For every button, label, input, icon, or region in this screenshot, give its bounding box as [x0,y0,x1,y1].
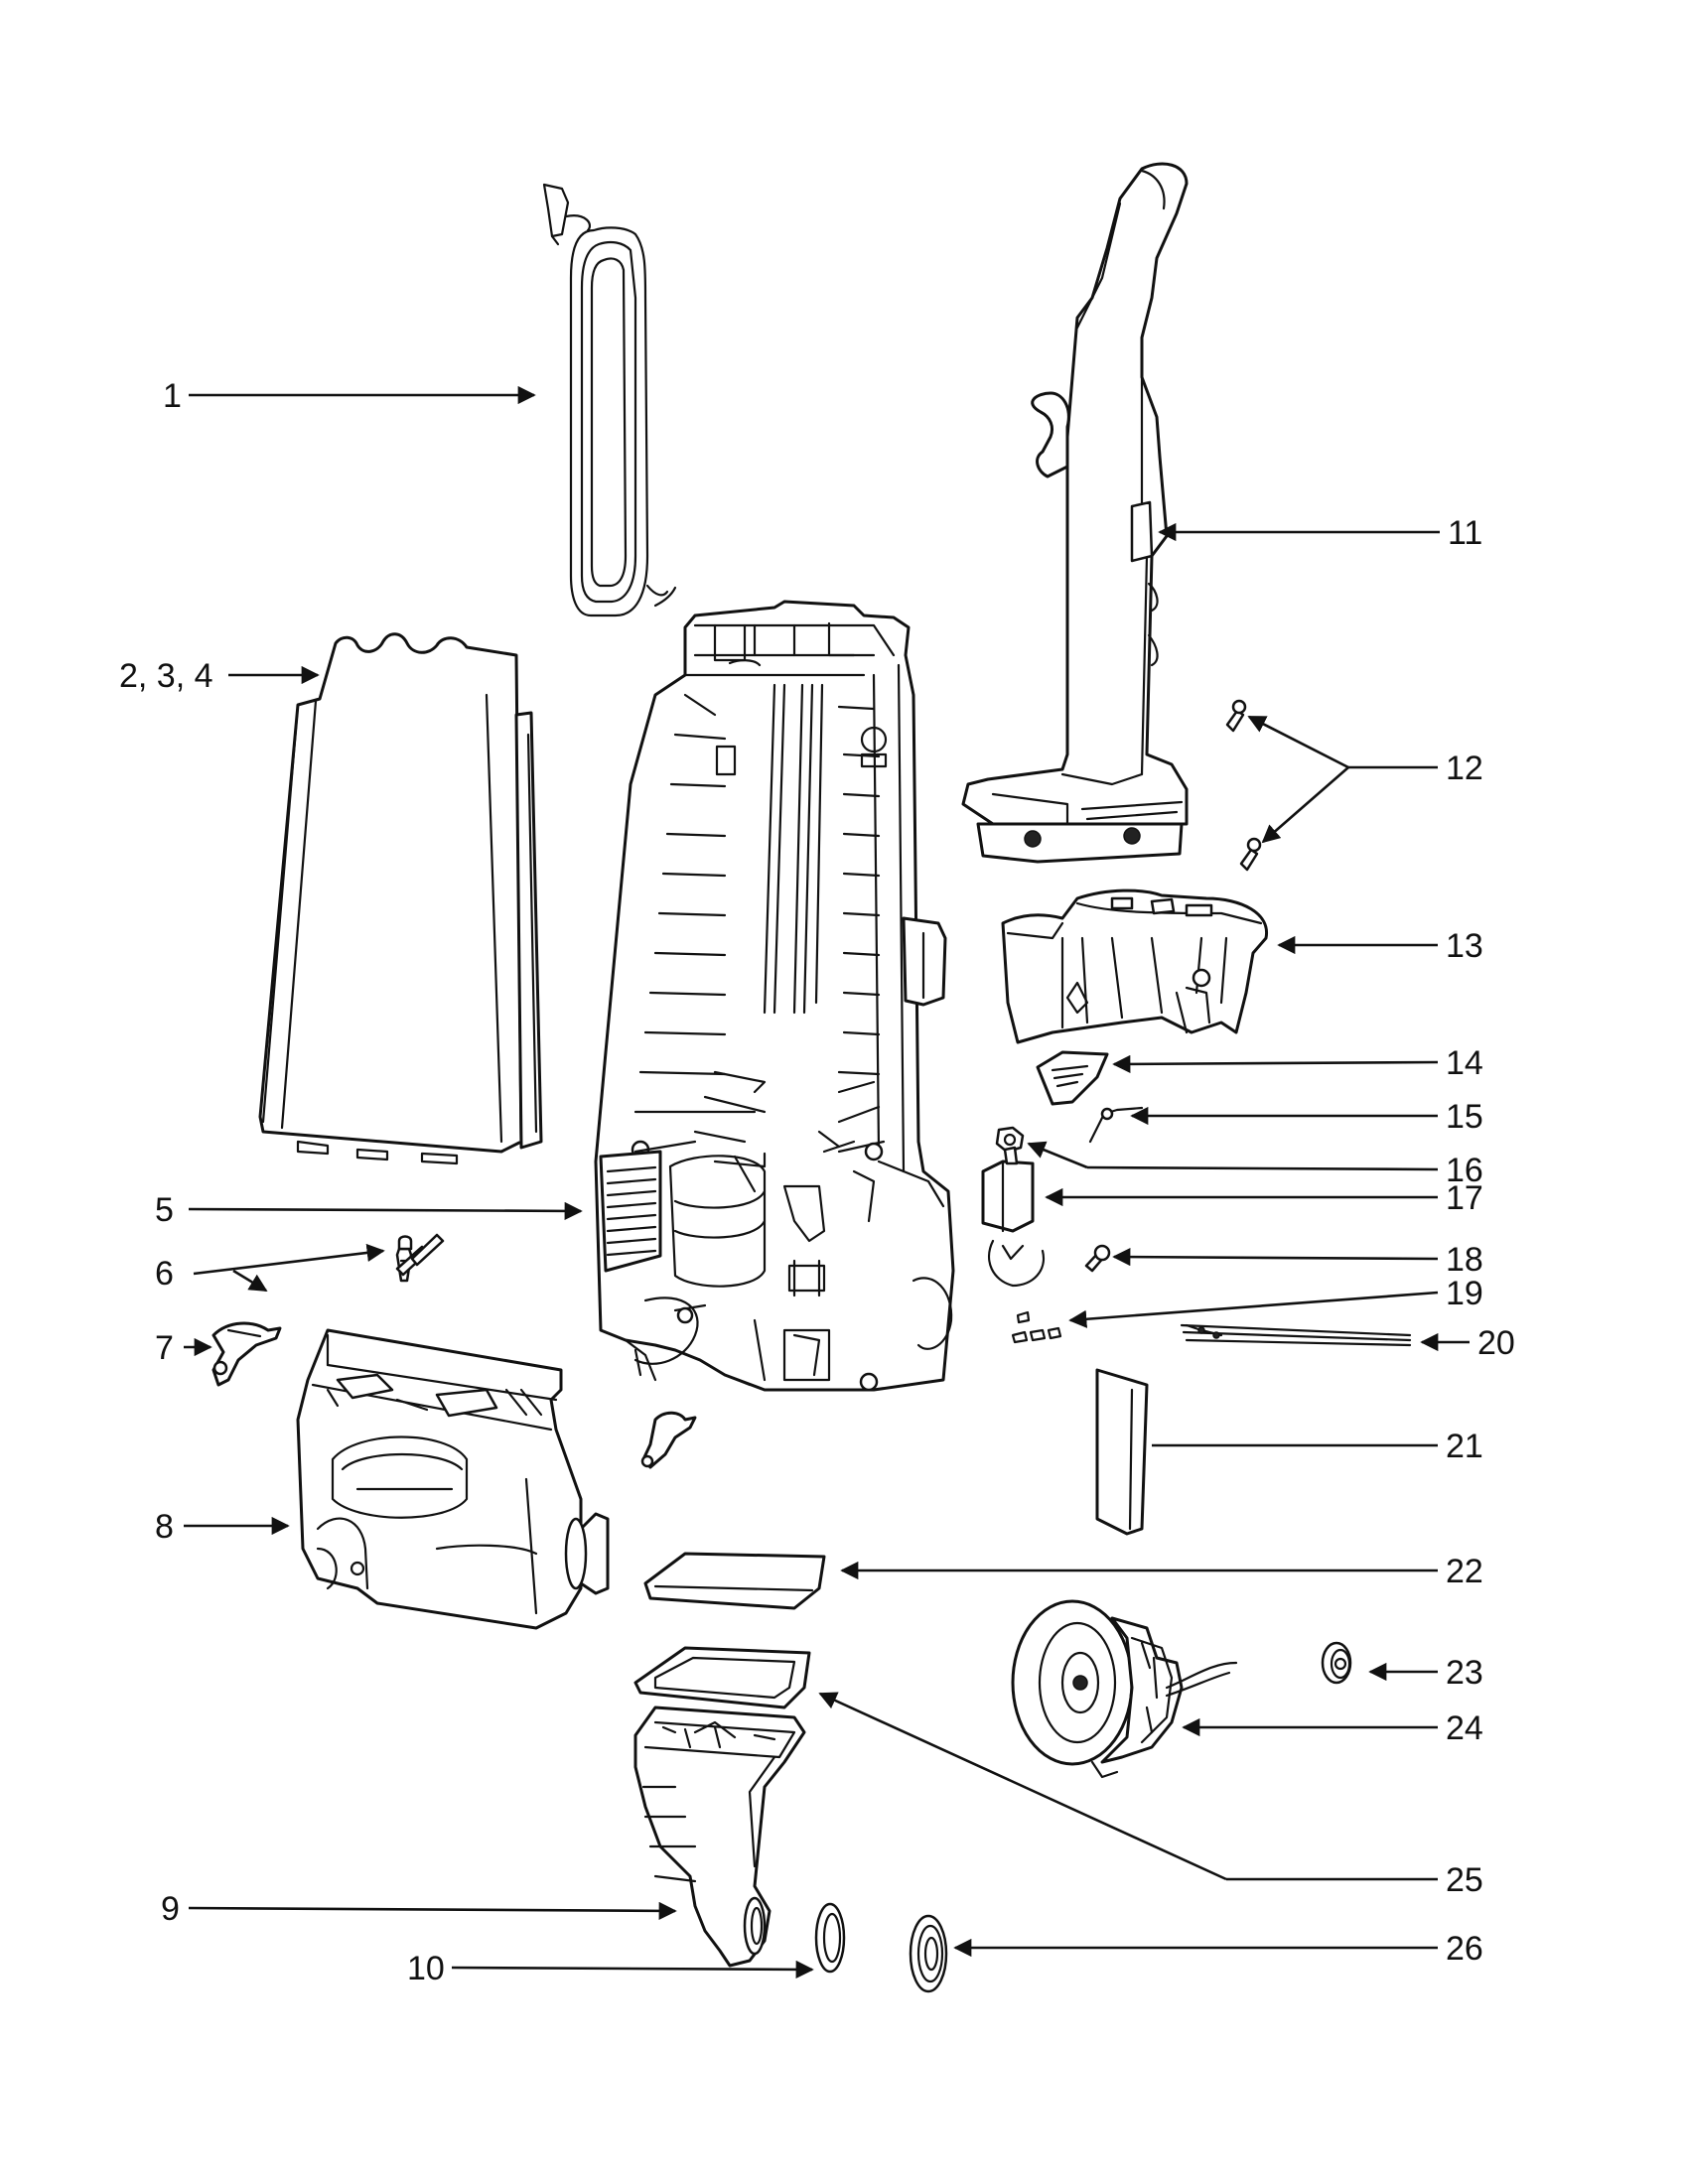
leader-14 [1112,1054,1439,1073]
callout-17: 17 [1446,1179,1483,1217]
part-filter-frame [633,1646,811,1709]
part-screws-12 [1225,699,1262,872]
part-nut [995,1126,1025,1154]
callout-7: 7 [155,1329,174,1367]
callout-2-3-4: 2, 3, 4 [119,657,213,695]
leader-12b [1247,715,1349,769]
leader-19 [1068,1291,1439,1328]
part-upper-shroud [1001,888,1268,1044]
callout-14: 14 [1446,1044,1483,1082]
part-flat-filter [643,1552,826,1610]
leader-16 [1086,1165,1439,1171]
callout-12: 12 [1446,750,1483,787]
leader-6b [232,1269,268,1293]
callout-24: 24 [1446,1709,1483,1747]
callout-26: 26 [1446,1930,1483,1968]
leader-9 [188,1901,677,1920]
callout-15: 15 [1446,1098,1483,1136]
callout-8: 8 [155,1508,174,1546]
part-power-cord [542,183,677,617]
callout-25: 25 [1446,1861,1483,1899]
part-handle [961,162,1189,864]
callout-22: 22 [1446,1553,1483,1590]
leader-6a [193,1243,385,1276]
callout-13: 13 [1446,927,1483,965]
callout-19: 19 [1446,1275,1483,1312]
leader-10 [451,1960,814,1979]
part-ring-26 [909,1914,948,1993]
part-main-housing [594,600,955,1392]
part-bag-cover [258,632,543,1165]
callout-5: 5 [155,1191,174,1229]
leader-lines [184,385,1470,1979]
part-latch-clip [211,1321,282,1387]
part-ring-10 [814,1902,846,1974]
leader-5 [188,1201,583,1221]
part-rods [1180,1323,1412,1347]
leader-12c [1261,766,1349,844]
part-terminals [1011,1310,1062,1344]
leader-16b [1027,1141,1088,1169]
callout-21: 21 [1446,1428,1483,1465]
part-screws-6 [395,1233,445,1283]
part-small-plate [1036,1050,1109,1106]
part-front-cover [296,1328,610,1630]
callout-1: 1 [163,377,182,415]
part-spring-wire [1088,1106,1144,1144]
leader-25b [818,1692,1227,1881]
part-motor [1011,1599,1238,1779]
leader-18 [1112,1248,1439,1267]
callout-10: 10 [407,1950,445,1987]
callout-16: 16 [1446,1152,1483,1189]
part-bearing [1321,1641,1352,1685]
callout-20: 20 [1477,1324,1515,1362]
callout-23: 23 [1446,1654,1483,1692]
callout-6: 6 [155,1255,174,1293]
part-screw-18 [1084,1244,1111,1273]
part-clip-small [640,1411,697,1469]
callout-9: 9 [161,1890,180,1928]
callout-11: 11 [1448,514,1482,552]
part-switch [981,1146,1046,1288]
part-filter-panel [1095,1368,1149,1536]
callout-18: 18 [1446,1241,1483,1279]
callout-labels: 1 2, 3, 4 5 6 7 8 9 10 11 12 13 14 15 16… [119,377,1515,1987]
part-nozzle-base [633,1706,806,1968]
